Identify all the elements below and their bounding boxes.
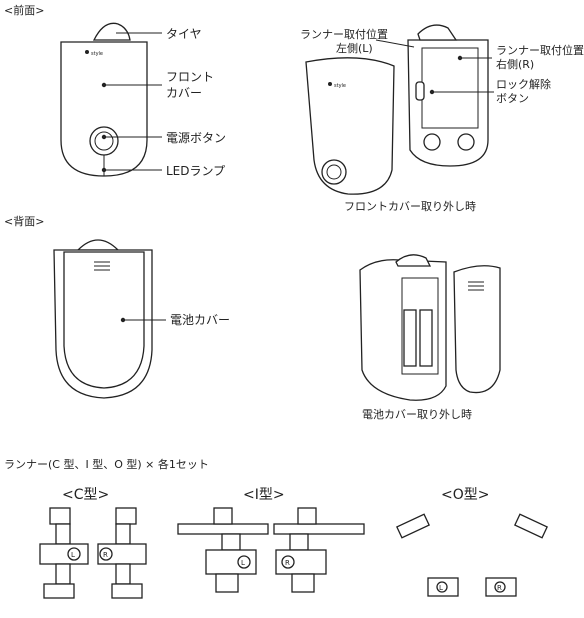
front-exploded-caption: フロントカバー取り外し時 bbox=[344, 200, 476, 213]
runner-o-mark-right: R bbox=[497, 584, 502, 592]
front-device: style bbox=[60, 22, 162, 177]
led-lamp-label: LEDランプ bbox=[166, 164, 226, 178]
runner-left-label-line2: 左側(L) bbox=[336, 42, 373, 55]
device-logo-front: style bbox=[91, 51, 103, 57]
runner-c-mark-left: L bbox=[71, 551, 75, 559]
runner-o-pair: L R bbox=[396, 512, 548, 597]
front-exploded-device: style bbox=[305, 24, 494, 195]
runner-c-mark-right: R bbox=[103, 551, 108, 559]
lock-release-label-line1: ロック解除 bbox=[496, 78, 551, 91]
tire-label: タイヤ bbox=[166, 27, 202, 41]
back-exploded-caption: 電池カバー取り外し時 bbox=[362, 408, 472, 421]
back-device bbox=[53, 239, 166, 399]
power-button-shape bbox=[89, 126, 119, 156]
runner-type-i-title: <I型> bbox=[243, 487, 285, 503]
runner-i-mark-left: L bbox=[241, 559, 245, 567]
runner-right-label-line1: ランナー取付位置 bbox=[496, 44, 584, 57]
power-button-label: 電源ボタン bbox=[166, 131, 227, 145]
runner-i-mark-right: R bbox=[285, 559, 290, 567]
front-cover-label-line2: カバー bbox=[166, 86, 203, 100]
runner-c-pair: L R bbox=[39, 507, 147, 599]
runner-o-mark-left: L bbox=[439, 584, 443, 592]
section-front-heading: <前面> bbox=[4, 4, 45, 17]
runner-note: ランナー(C 型、I 型、O 型) × 各1セット bbox=[4, 458, 209, 471]
runner-type-c-title: <C型> bbox=[62, 487, 110, 503]
back-exploded-device bbox=[359, 254, 501, 401]
section-back-heading: <背面> bbox=[4, 215, 45, 228]
tire-shape bbox=[92, 22, 131, 41]
runner-i-pair: L R bbox=[177, 507, 365, 593]
lock-release-label-line2: ボタン bbox=[496, 92, 529, 105]
runner-left-label-line1: ランナー取付位置 bbox=[300, 28, 388, 41]
battery-cover-label: 電池カバー bbox=[170, 313, 231, 327]
runner-right-label-line2: 右側(R) bbox=[496, 58, 535, 71]
device-logo-exploded: style bbox=[334, 83, 346, 89]
front-cover-label-line1: フロント bbox=[166, 70, 215, 84]
runner-type-o-title: <O型> bbox=[441, 487, 490, 503]
